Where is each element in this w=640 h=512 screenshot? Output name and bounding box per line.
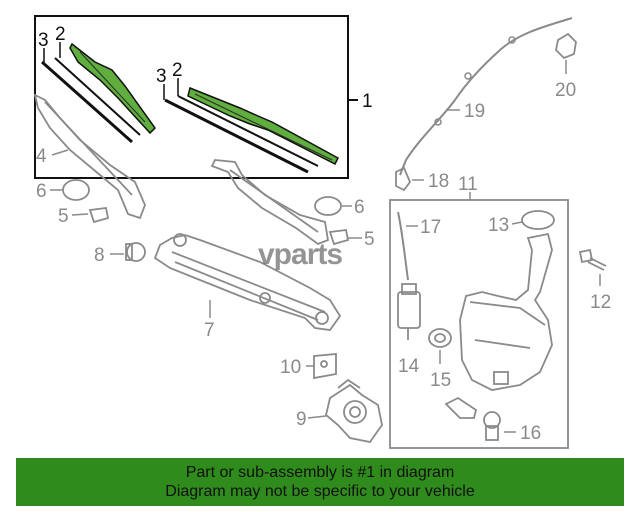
notice-line-disclaimer: Diagram may not be specific to your vehi… xyxy=(165,483,475,500)
right-wiper-blade-highlight xyxy=(187,86,339,166)
callout-5b: 5 xyxy=(364,229,375,250)
hose-clip-middle xyxy=(464,72,472,80)
short-hose xyxy=(397,211,409,281)
arm-nut-left xyxy=(88,207,110,224)
callout-1: 1 xyxy=(362,91,373,112)
diagram-notice-banner: Part or sub-assembly is #1 in diagram Di… xyxy=(16,458,624,506)
callout-2a: 2 xyxy=(55,24,66,45)
callout-14: 14 xyxy=(398,356,420,377)
callout-6b: 6 xyxy=(354,197,365,218)
callout-5a: 5 xyxy=(58,206,69,227)
arm-cap-left xyxy=(62,179,90,201)
callout-3a: 3 xyxy=(38,30,49,51)
wiper-motor xyxy=(324,378,383,443)
hose-clip-upper xyxy=(508,36,516,44)
callout-16: 16 xyxy=(520,423,541,444)
callout-5a-leader xyxy=(71,213,89,216)
washer-hose xyxy=(399,17,573,176)
callout-19: 19 xyxy=(464,101,485,122)
nozzle-cap xyxy=(555,32,577,60)
hose-connector xyxy=(395,166,412,192)
right-wiper-blade-refills xyxy=(164,95,319,174)
reservoir-bolt xyxy=(578,248,607,271)
callout-17: 17 xyxy=(420,217,441,238)
callout-4: 4 xyxy=(36,146,47,167)
callout-2b: 2 xyxy=(172,60,183,81)
callout-12: 12 xyxy=(590,292,611,313)
arm-cap-right xyxy=(314,196,342,216)
callout-3b: 3 xyxy=(156,66,167,87)
pivot-bolt xyxy=(125,242,146,262)
pump-grommet xyxy=(428,328,452,348)
callout-18: 18 xyxy=(428,171,449,192)
callout-9-leader xyxy=(307,415,327,419)
arm-nut-right xyxy=(328,229,350,246)
vparts-watermark: vparts xyxy=(258,238,343,271)
hose-clip-lower xyxy=(434,118,442,126)
level-sensor xyxy=(444,396,501,441)
callout-13-leader xyxy=(511,221,523,225)
callout-10: 10 xyxy=(280,357,301,378)
left-wiper-arm xyxy=(33,93,146,220)
callout-4-leader xyxy=(51,149,69,156)
callout-6a: 6 xyxy=(36,181,47,202)
callout-15: 15 xyxy=(430,370,451,391)
filler-cap xyxy=(521,210,555,230)
right-wiper-arm xyxy=(210,159,330,246)
notice-line-part: Part or sub-assembly is #1 in diagram xyxy=(185,464,455,481)
motor-bracket xyxy=(313,353,337,380)
callout-8: 8 xyxy=(94,245,105,266)
callout-13: 13 xyxy=(488,215,509,236)
wiper-linkage xyxy=(153,233,342,331)
callout-11: 11 xyxy=(458,174,478,195)
left-wiper-blade-refills xyxy=(41,57,141,144)
callout-20: 20 xyxy=(555,80,576,101)
reservoir-assembly-box xyxy=(389,199,569,449)
wiper-washer-diagram: 1 2 3 2 3 4 6 5 6 5 8 7 10 9 20 19 18 11… xyxy=(33,15,611,449)
callout-7: 7 xyxy=(204,320,215,341)
washer-reservoir-tank xyxy=(459,232,553,391)
washer-pump xyxy=(397,283,421,340)
callout-9: 9 xyxy=(296,409,307,430)
wiper-blade-assembly-box xyxy=(34,15,349,179)
left-wiper-blade-highlight xyxy=(69,42,156,135)
